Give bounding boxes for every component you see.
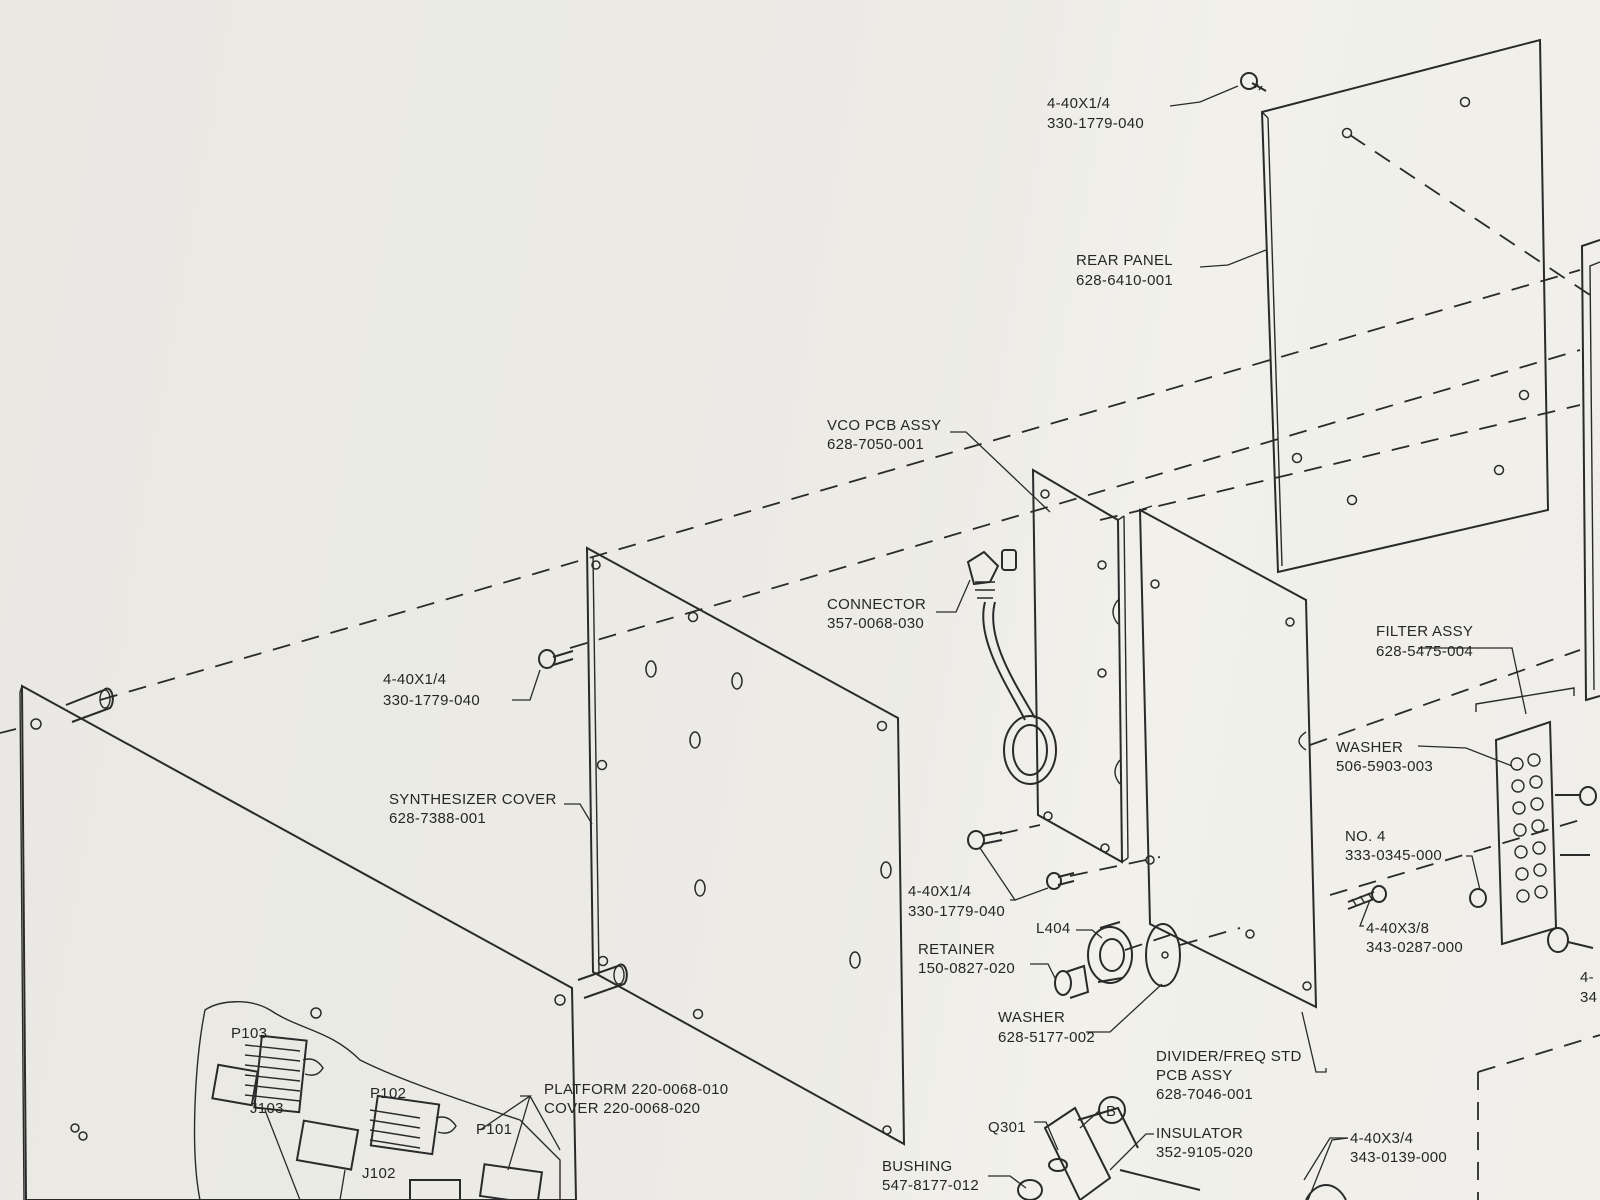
label-bushing-part: 547-8177-012 — [882, 1177, 979, 1194]
label-screw-38-part: 343-0287-000 — [1366, 939, 1463, 956]
label-synth-cover-name: SYNTHESIZER COVER — [389, 791, 557, 808]
label-p103: P103 — [231, 1025, 267, 1042]
label-screw-mid-size: 4-40X1/4 — [908, 883, 971, 900]
label-divider-name: DIVIDER/FREQ STD — [1156, 1048, 1302, 1065]
screw-3-8 — [1347, 885, 1387, 910]
label-j102: J102 — [362, 1165, 396, 1182]
label-divider-part: 628-7046-001 — [1156, 1086, 1253, 1103]
label-p102: P102 — [370, 1085, 406, 1102]
label-divider-sub: PCB ASSY — [1156, 1067, 1233, 1084]
alignment-lines — [0, 134, 1600, 1200]
label-insulator-name: INSULATOR — [1156, 1125, 1243, 1142]
label-screw-top-part: 330-1779-040 — [1047, 115, 1144, 132]
label-retainer-part: 150-0827-020 — [918, 960, 1015, 977]
label-j103: J103 — [250, 1100, 284, 1117]
label-screw-left-part: 330-1779-040 — [383, 692, 480, 709]
rear-panel — [1260, 38, 1550, 574]
label-rear-panel-name: REAR PANEL — [1076, 252, 1173, 269]
label-filter-assy-name: FILTER ASSY — [1376, 623, 1473, 640]
filter-assembly — [1469, 687, 1597, 953]
label-platform-cover: COVER 220-0068-020 — [544, 1100, 700, 1117]
lower-right-fragment — [1305, 1184, 1347, 1200]
screw-top — [1240, 72, 1267, 92]
label-washer-low-name: WASHER — [998, 1009, 1065, 1026]
leader-lines — [479, 85, 1527, 1200]
vco-pcb-board — [1031, 468, 1129, 864]
label-insulator-part: 352-9105-020 — [1156, 1144, 1253, 1161]
callout-marker-b-label: B — [1106, 1103, 1116, 1120]
synthesizer-cover — [585, 546, 906, 1146]
label-l404: L404 — [1036, 920, 1071, 937]
callout-marker-b — [1098, 1096, 1126, 1124]
screw-left — [538, 649, 574, 669]
label-screw-top-size: 4-40X1/4 — [1047, 95, 1110, 112]
label-screw-38-size: 4-40X3/8 — [1366, 920, 1429, 937]
part-callouts: 4-40X1/4 330-1779-040 REAR PANEL 628-641… — [231, 95, 1597, 1194]
label-bushing-name: BUSHING — [882, 1158, 952, 1175]
label-edge-partial-2: 34 — [1580, 989, 1597, 1006]
label-vco-pcb-name: VCO PCB ASSY — [827, 417, 941, 434]
label-screw-mid-part: 330-1779-040 — [908, 903, 1005, 920]
label-platform: PLATFORM 220-0068-010 — [544, 1081, 728, 1098]
l404-coil — [1087, 921, 1133, 984]
label-washer-top-name: WASHER — [1336, 739, 1403, 756]
label-screw-34-part: 343-0139-000 — [1350, 1149, 1447, 1166]
label-retainer-name: RETAINER — [918, 941, 995, 958]
label-no4-part: 333-0345-000 — [1345, 847, 1442, 864]
label-screw-34-size: 4-40X3/4 — [1350, 1130, 1413, 1147]
label-rear-panel-part: 628-6410-001 — [1076, 272, 1173, 289]
label-vco-pcb-part: 628-7050-001 — [827, 436, 924, 453]
label-synth-cover-part: 628-7388-001 — [389, 810, 486, 827]
label-p101: P101 — [476, 1121, 512, 1138]
screw-mid-1 — [967, 830, 1003, 850]
washer-l404 — [1145, 923, 1181, 987]
label-edge-partial-1: 4- — [1580, 969, 1594, 986]
transistor-q301-assembly — [1017, 1106, 1201, 1200]
label-filter-assy-part: 628-5475-004 — [1376, 643, 1473, 660]
label-connector-name: CONNECTOR — [827, 596, 926, 613]
label-connector-part: 357-0068-030 — [827, 615, 924, 632]
chassis-housing-partial — [1580, 239, 1600, 702]
label-washer-low-part: 628-5177-002 — [998, 1029, 1095, 1046]
connector-assembly — [966, 549, 1057, 785]
chassis-platform — [19, 684, 628, 1200]
divider-pcb-board — [1138, 505, 1318, 1009]
retainer-part — [1054, 964, 1090, 999]
label-washer-top-part: 506-5903-003 — [1336, 758, 1433, 775]
screw-mid-2 — [1046, 872, 1075, 890]
label-q301: Q301 — [988, 1119, 1026, 1136]
label-screw-left-size: 4-40X1/4 — [383, 671, 446, 688]
label-no4-name: NO. 4 — [1345, 828, 1386, 845]
